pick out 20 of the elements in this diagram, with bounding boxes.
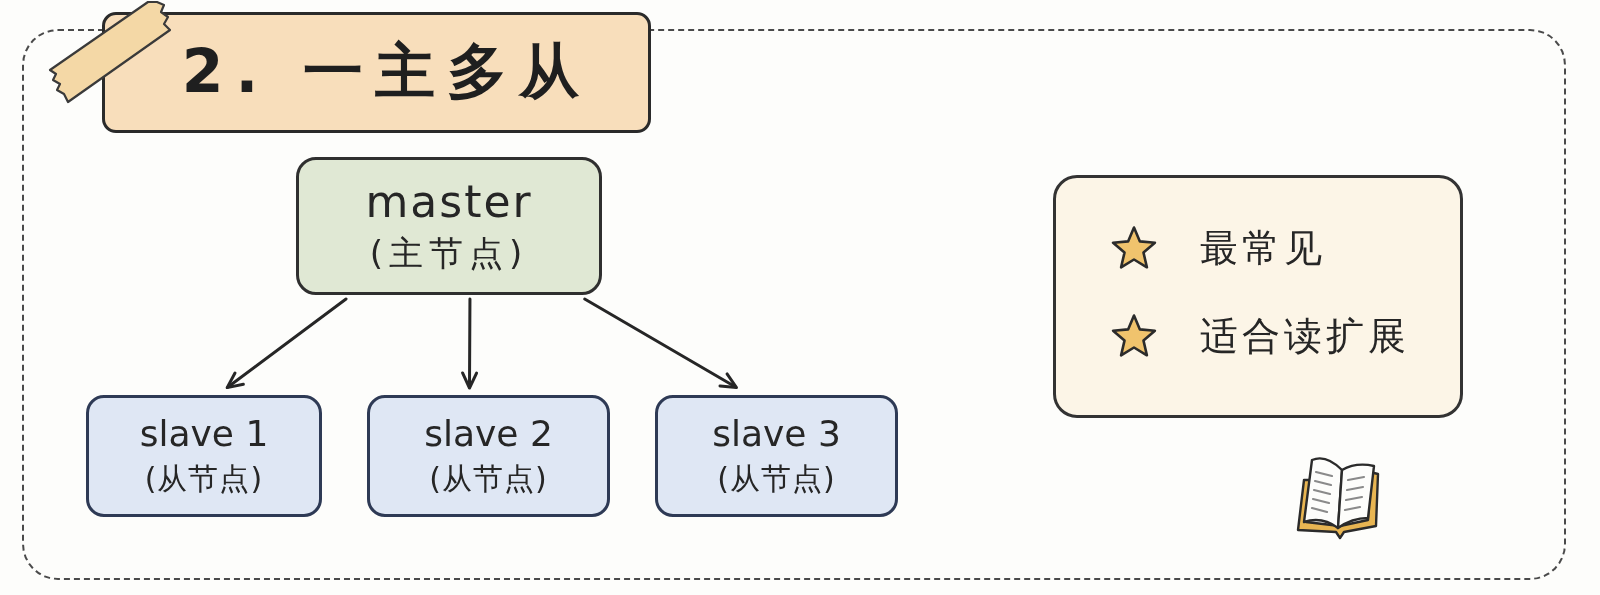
node-label: slave 1 xyxy=(139,412,269,456)
title-text: 2. 一主多从 xyxy=(181,35,592,108)
note-text: 最常见 xyxy=(1200,224,1326,272)
node-sublabel: (从节点) xyxy=(144,460,264,498)
node-label: slave 3 xyxy=(712,412,841,456)
note-card xyxy=(1053,175,1463,418)
note-text: 适合读扩展 xyxy=(1200,312,1410,360)
node-label: master xyxy=(365,175,533,229)
arrow xyxy=(225,297,348,390)
arrow xyxy=(461,297,479,390)
node-box xyxy=(367,395,610,517)
node-sublabel: (从节点) xyxy=(717,460,836,498)
node-box xyxy=(86,395,322,517)
node-sublabel: (主节点) xyxy=(369,232,529,275)
dashed-frame xyxy=(22,29,1566,580)
node-box xyxy=(296,157,602,295)
node-sublabel: (从节点) xyxy=(429,460,548,498)
node-box xyxy=(655,395,898,517)
arrow xyxy=(583,297,738,389)
node-label: slave 2 xyxy=(424,412,553,456)
